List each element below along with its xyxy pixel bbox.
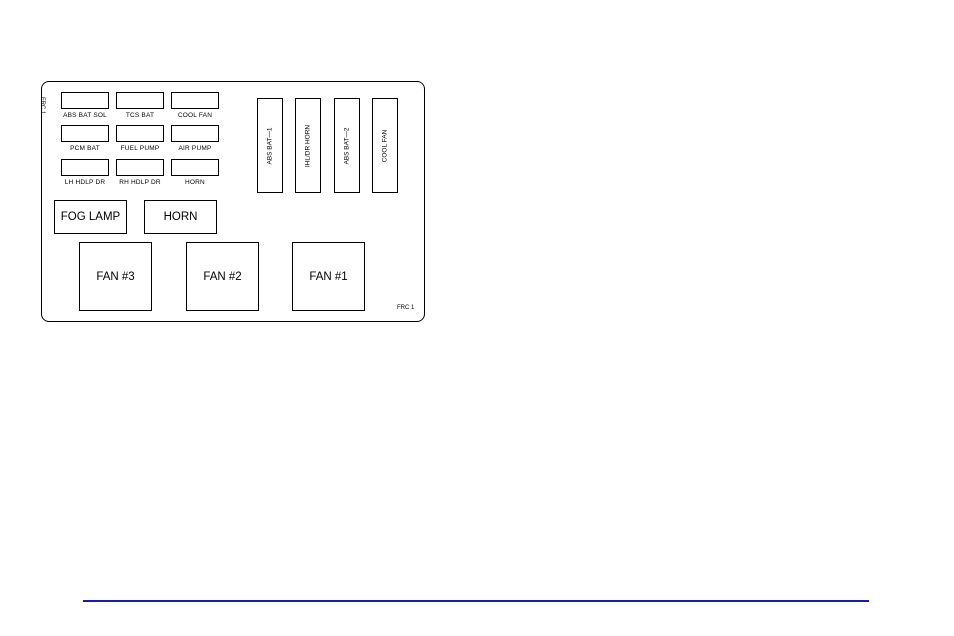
mini-fuse-label: HORN bbox=[185, 179, 205, 186]
mini-fuse-abs-bat-sol bbox=[61, 92, 109, 109]
relay-fan-2: FAN #2 bbox=[186, 242, 259, 311]
mini-fuse-label: PCM BAT bbox=[70, 145, 100, 152]
fuse-block-panel: FRC 1 ABS BAT SOL TCS BAT COOL FAN PCM B… bbox=[39, 81, 425, 322]
mini-fuse-label: LH HDLP DR bbox=[64, 179, 106, 186]
relay-horn: HORN bbox=[144, 200, 217, 234]
maxi-fuse-abs-bat-2: ABS BAT—2 bbox=[334, 98, 360, 193]
mini-fuse-label: COOL FAN bbox=[177, 112, 213, 119]
mini-fuse-horn bbox=[171, 159, 219, 176]
relay-fan-3: FAN #3 bbox=[79, 242, 152, 311]
mini-fuse-lh-hdlp-dr bbox=[61, 159, 109, 176]
relay-fog-lamp: FOG LAMP bbox=[54, 200, 127, 234]
mini-fuse-label: FUEL PUMP bbox=[120, 145, 160, 152]
mini-fuse-cool-fan bbox=[171, 92, 219, 109]
maxi-fuse-abs-bat-1: ABS BAT—1 bbox=[257, 98, 283, 193]
maxi-fuse-label: COOL FAN bbox=[381, 129, 389, 162]
mini-fuse-label: RH HDLP DR bbox=[119, 179, 161, 186]
mini-fuse-label: ABS BAT SOL bbox=[63, 112, 107, 119]
maxi-fuse-cool-fan: COOL FAN bbox=[372, 98, 398, 193]
maxi-fuse-label: ABS BAT—1 bbox=[266, 126, 274, 165]
footer-rule bbox=[83, 600, 869, 602]
mini-fuse-label: AIR PUMP bbox=[178, 145, 212, 152]
maxi-fuse-label: IHL/DR HORN bbox=[304, 124, 312, 167]
mini-fuse-fuel-pump bbox=[116, 125, 164, 142]
maxi-fuse-label: ABS BAT—2 bbox=[343, 126, 351, 165]
mini-fuse-label: TCS BAT bbox=[125, 112, 155, 119]
relay-fan-1: FAN #1 bbox=[292, 242, 365, 311]
mini-fuse-tcs-bat bbox=[116, 92, 164, 109]
mini-fuse-pcm-bat bbox=[61, 125, 109, 142]
maxi-fuse-ihl-dr-horn: IHL/DR HORN bbox=[295, 98, 321, 193]
panel-code-left: FRC 1 bbox=[39, 97, 45, 115]
panel-code-right: FRC 1 bbox=[397, 305, 415, 311]
mini-fuse-air-pump bbox=[171, 125, 219, 142]
mini-fuse-rh-hdlp-dr bbox=[116, 159, 164, 176]
